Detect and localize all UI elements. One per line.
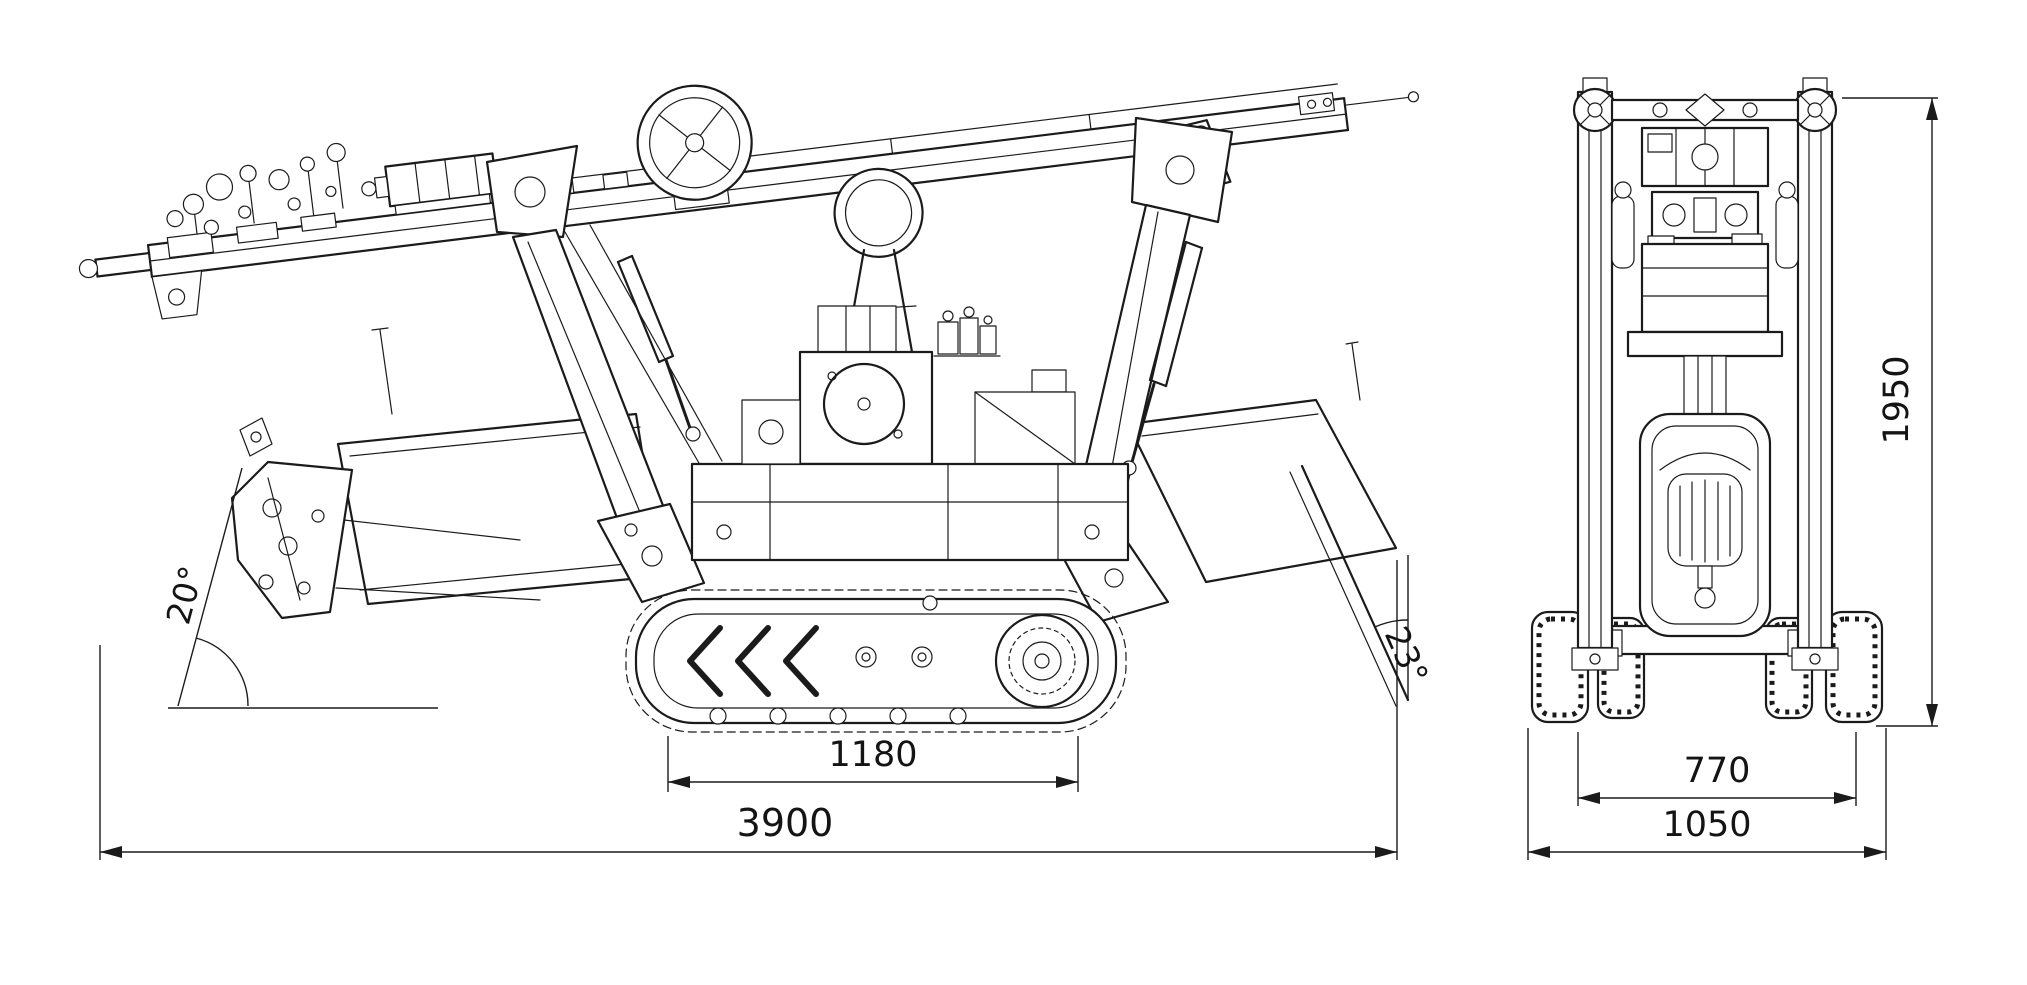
front-lower-link bbox=[596, 502, 706, 604]
dimension-annotations: 20° 23° 1180 3900 1950 bbox=[99, 97, 1938, 860]
track-base-label: 1180 bbox=[828, 735, 917, 775]
front-attachment bbox=[230, 417, 541, 620]
rear-panel bbox=[1126, 341, 1398, 584]
side-cylinder-left bbox=[1611, 181, 1635, 269]
rear-hydraulic-cylinder bbox=[1121, 240, 1204, 476]
track-belt bbox=[634, 597, 1118, 725]
overall-height-label: 1950 bbox=[1877, 355, 1917, 444]
track-roller bbox=[709, 707, 727, 725]
mast-rail-right bbox=[1791, 90, 1839, 671]
engine-fan bbox=[822, 362, 906, 446]
beam-tip-roller bbox=[78, 258, 99, 279]
front-view-drawing bbox=[1530, 77, 1884, 724]
top-roller-left bbox=[1572, 77, 1618, 133]
front-support-arm bbox=[485, 144, 723, 604]
track-grousers bbox=[625, 589, 1127, 733]
rear-stabilizer-leg bbox=[1289, 464, 1410, 707]
overall-width-label: 1050 bbox=[1662, 805, 1751, 845]
track-gauge-label: 770 bbox=[1684, 751, 1751, 791]
mast-rotary-mount bbox=[817, 305, 897, 353]
track-roller bbox=[949, 707, 967, 725]
track-top-roller bbox=[922, 595, 938, 611]
mid-crossframe bbox=[1626, 330, 1784, 358]
dim-front-tilt-angle: 20° bbox=[158, 467, 438, 709]
front-arm-gusset bbox=[485, 144, 579, 239]
engine-box bbox=[798, 350, 934, 466]
front-hopper-panel bbox=[336, 327, 664, 606]
track-chevrons bbox=[687, 625, 819, 697]
drive-sprocket bbox=[994, 613, 1090, 709]
dim-overall-length: 3900 bbox=[99, 560, 1398, 860]
valve-bank bbox=[933, 306, 1001, 357]
rock-drill-drifter bbox=[361, 152, 499, 216]
track-roller bbox=[889, 707, 907, 725]
dim-overall-height: 1950 bbox=[1842, 97, 1938, 727]
front-tilt-angle-label: 20° bbox=[158, 562, 211, 629]
beam-bracket bbox=[151, 270, 203, 320]
overall-length-label: 3900 bbox=[737, 801, 834, 845]
track-roller bbox=[769, 707, 787, 725]
engine-block-front bbox=[1640, 233, 1770, 334]
side-view-drawing bbox=[78, 83, 1420, 733]
main-body bbox=[690, 248, 1130, 562]
motor-drum-assembly bbox=[1650, 190, 1760, 240]
rear-arm-gusset bbox=[1130, 116, 1234, 224]
rod-handling-cluster bbox=[151, 142, 346, 320]
mast-rail-left bbox=[1571, 90, 1619, 671]
side-cylinder-right bbox=[1775, 181, 1799, 269]
dim-track-gauge: 770 bbox=[1577, 732, 1857, 806]
operator-shield bbox=[1638, 412, 1772, 638]
dim-overall-width: 1050 bbox=[1527, 728, 1887, 860]
mast-crossbar bbox=[1610, 93, 1800, 127]
top-roller-right bbox=[1792, 77, 1838, 133]
rod-clamp bbox=[833, 167, 924, 258]
rope-pulley-wheel bbox=[636, 84, 753, 211]
crawler-track bbox=[625, 589, 1127, 733]
center-column bbox=[1683, 355, 1727, 415]
dim-rear-tilt-angle: 23° bbox=[1374, 555, 1436, 700]
winch-assembly bbox=[1640, 126, 1770, 188]
front-hydraulic-cylinder bbox=[616, 254, 701, 442]
dim-track-base: 1180 bbox=[667, 735, 1079, 792]
track-roller bbox=[829, 707, 847, 725]
rear-tilt-angle-label: 23° bbox=[1377, 621, 1436, 690]
deck-frame bbox=[690, 462, 1130, 562]
